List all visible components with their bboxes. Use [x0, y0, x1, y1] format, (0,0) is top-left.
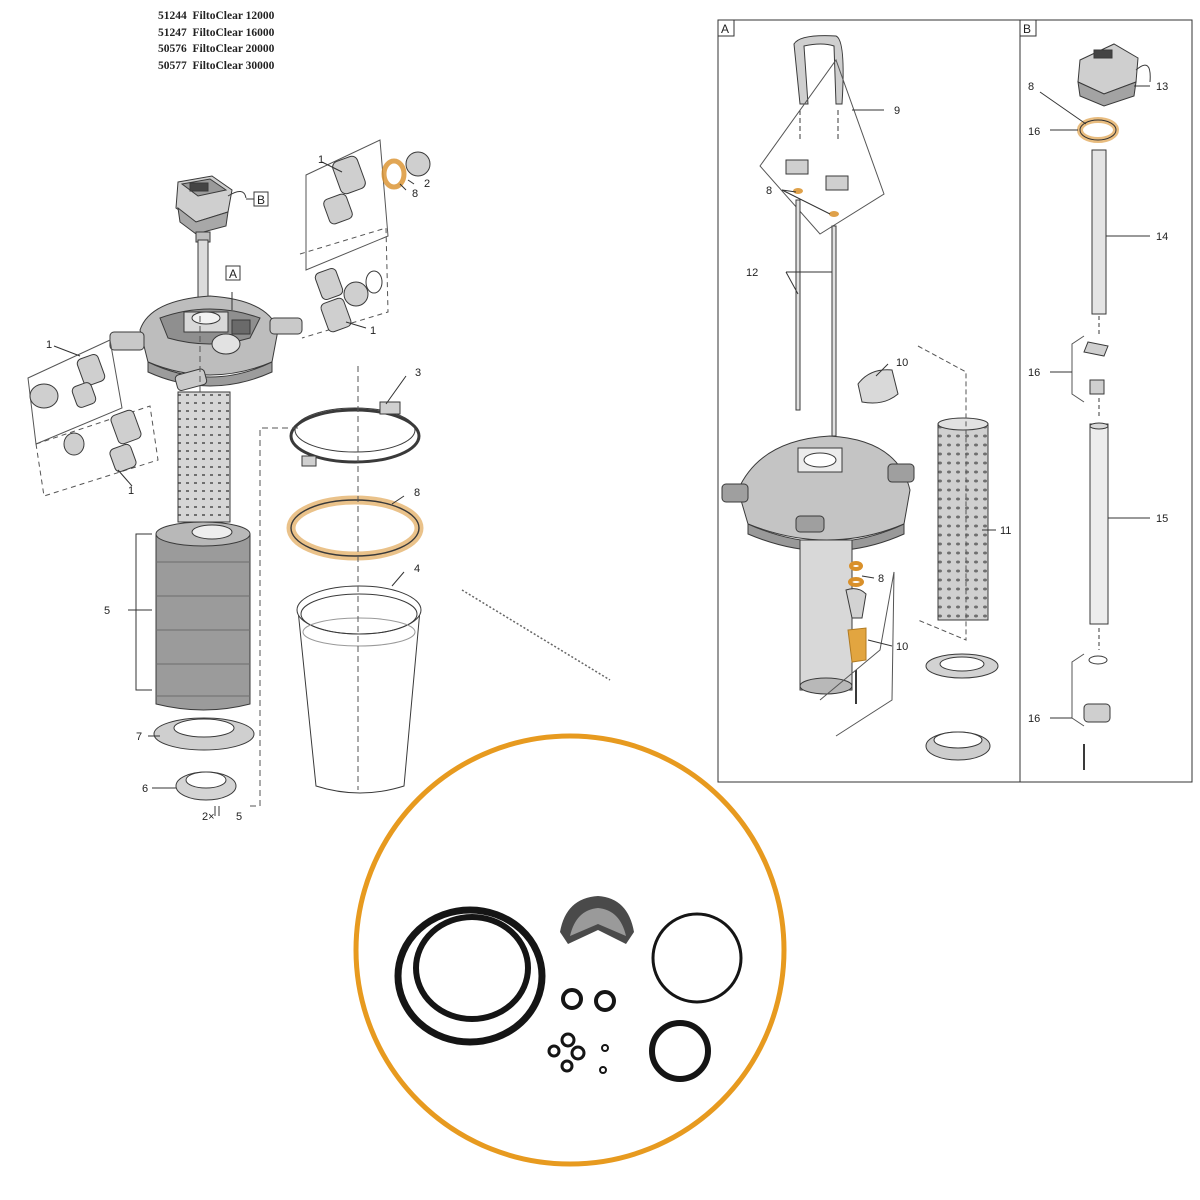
callout-oring-top: 8: [412, 188, 418, 200]
callout-housing-oring: 8: [414, 487, 420, 499]
small-orings: [547, 988, 616, 1074]
wiper-blade: [847, 627, 867, 663]
callout-housing: 4: [414, 563, 420, 575]
large-orings: [394, 906, 546, 1046]
clamp-ring: [289, 401, 421, 467]
inlet-fitting-group-left: [27, 339, 159, 497]
callout-foam-stack: 5: [104, 605, 110, 617]
main-assembly: [27, 139, 431, 816]
callout-seal: 16: [1028, 126, 1040, 138]
perforated-core-tube: [177, 391, 231, 523]
callout-bottom-nut: 6: [142, 783, 148, 795]
panel-a-title: A: [721, 22, 729, 36]
callout-knob: 10: [896, 357, 908, 369]
seal-kit-photo: [353, 733, 787, 1167]
callout-rods: 12: [746, 267, 758, 279]
callout-base-ring: 7: [136, 731, 142, 743]
inlet-fitting-group-top: [305, 139, 431, 271]
panel-a-callouts: A 9 8 12 10 8 10 11: [721, 22, 1011, 653]
seal-kit-frame: [353, 733, 787, 1167]
callout-cleaner-orings: 8: [878, 573, 884, 585]
callout-wiper: 10: [896, 641, 908, 653]
medium-oring: [649, 1020, 711, 1082]
quartz-tube: [1091, 149, 1107, 315]
main-callouts: 1 2 8 1 1 1 B A 3 8 4 5 7 6 2× 5: [46, 154, 430, 823]
callout-screws: 5: [236, 811, 242, 823]
callout-inlet-bottom: 1: [128, 485, 134, 497]
cleaning-handle: [793, 35, 844, 105]
callout-panel-ref-b: B: [257, 193, 265, 207]
adjust-knob: [857, 369, 899, 404]
panel-b-callouts: B 8 13 16 14 16 15 16: [1023, 22, 1168, 725]
callout-handle: 9: [894, 105, 900, 117]
base-ring: [153, 717, 255, 751]
thin-oring: [651, 912, 743, 1004]
callout-uvc-oring: 8: [1028, 81, 1034, 93]
callout-panel-ref-a: A: [229, 267, 237, 281]
inlet-fitting-group-right: [299, 227, 389, 339]
callout-inlet-right: 1: [370, 325, 376, 337]
panel-b-title: B: [1023, 22, 1031, 36]
guide-rods: [795, 199, 801, 411]
callout-screws-qty: 2×: [202, 811, 215, 823]
callout-uvc-unit: 13: [1156, 81, 1168, 93]
foam-filter-stack: [155, 521, 251, 711]
bottom-nut: [175, 771, 237, 801]
panel-a: [717, 19, 1021, 783]
uvc-controller-head: [175, 175, 247, 313]
filter-lid: [109, 295, 303, 391]
callout-filter-tube: 11: [1000, 525, 1011, 537]
callout-cap-top: 2: [424, 178, 430, 190]
model-list: 51244 FiltoClear 12000 51247 FiltoClear …: [158, 8, 274, 74]
callout-inlet-top: 1: [318, 154, 324, 166]
uvc-unit: [1077, 43, 1151, 107]
perforated-filter-tube: [937, 417, 989, 621]
panel-b: [1019, 19, 1193, 783]
callout-clamp-ring: 3: [415, 367, 421, 379]
callout-bottom-seal: 16: [1028, 713, 1040, 725]
filter-housing: [296, 585, 422, 794]
model-row: 51247 FiltoClear 16000: [158, 26, 275, 39]
model-row: 50577 FiltoClear 30000: [158, 59, 275, 72]
uvc-lamp: [1089, 423, 1109, 625]
model-row: 50576 FiltoClear 20000: [158, 43, 275, 55]
callout-handle-orings: 8: [766, 185, 772, 197]
callout-uvc-lamp: 15: [1156, 513, 1168, 525]
model-row: 51244 FiltoClear 12000: [158, 10, 275, 22]
callout-clip-seal: 16: [1028, 367, 1040, 379]
panel-a-lid: [721, 435, 915, 695]
callout-quartz-tube: 14: [1156, 231, 1168, 243]
callout-inlet-left: 1: [46, 339, 52, 351]
wiper-part: [560, 896, 634, 944]
